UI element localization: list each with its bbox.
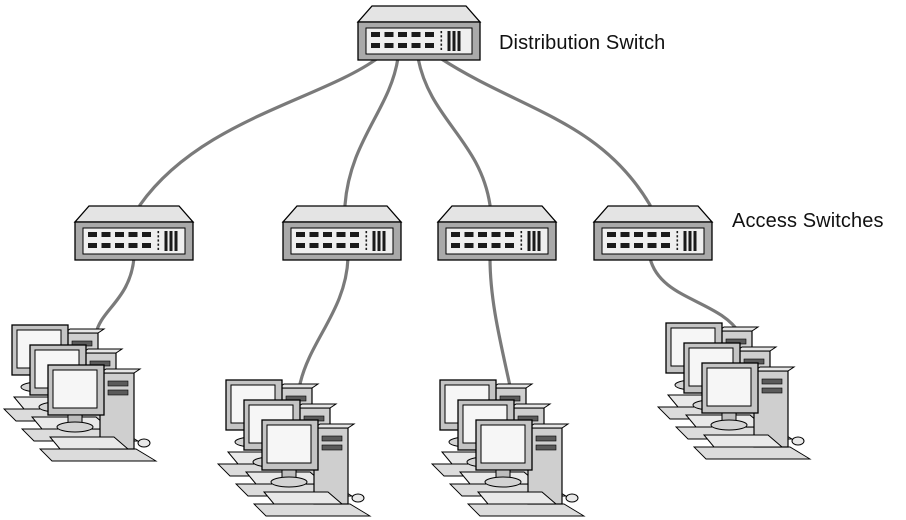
access-cable-4 — [648, 256, 742, 336]
uplink-cable-4 — [438, 56, 652, 207]
workstation-group-2 — [216, 379, 372, 517]
desktop-computer-icon — [38, 364, 158, 462]
cables — [94, 56, 742, 388]
access-switch-2 — [281, 205, 403, 261]
workstation-group-1 — [2, 324, 158, 462]
distribution-switch — [356, 5, 482, 61]
desktop-computer-icon — [692, 362, 812, 460]
workstation-group-4 — [656, 322, 812, 460]
desktop-computer-icon — [252, 419, 372, 517]
access-switch-3 — [436, 205, 558, 261]
workstation-group-3 — [430, 379, 586, 517]
switches — [73, 5, 714, 261]
access-switches-label: Access Switches — [732, 210, 884, 232]
access-cable-1 — [94, 256, 136, 336]
access-cable-2 — [298, 256, 350, 386]
workstation-groups — [2, 322, 812, 517]
distribution-switch-label: Distribution Switch — [499, 32, 666, 54]
access-switch-1 — [73, 205, 195, 261]
desktop-computer-icon — [466, 419, 586, 517]
access-cable-3 — [488, 256, 512, 388]
access-switch-4 — [592, 205, 714, 261]
uplink-cable-3 — [416, 56, 492, 207]
uplink-cable-1 — [138, 56, 380, 207]
uplink-cable-2 — [343, 56, 400, 207]
